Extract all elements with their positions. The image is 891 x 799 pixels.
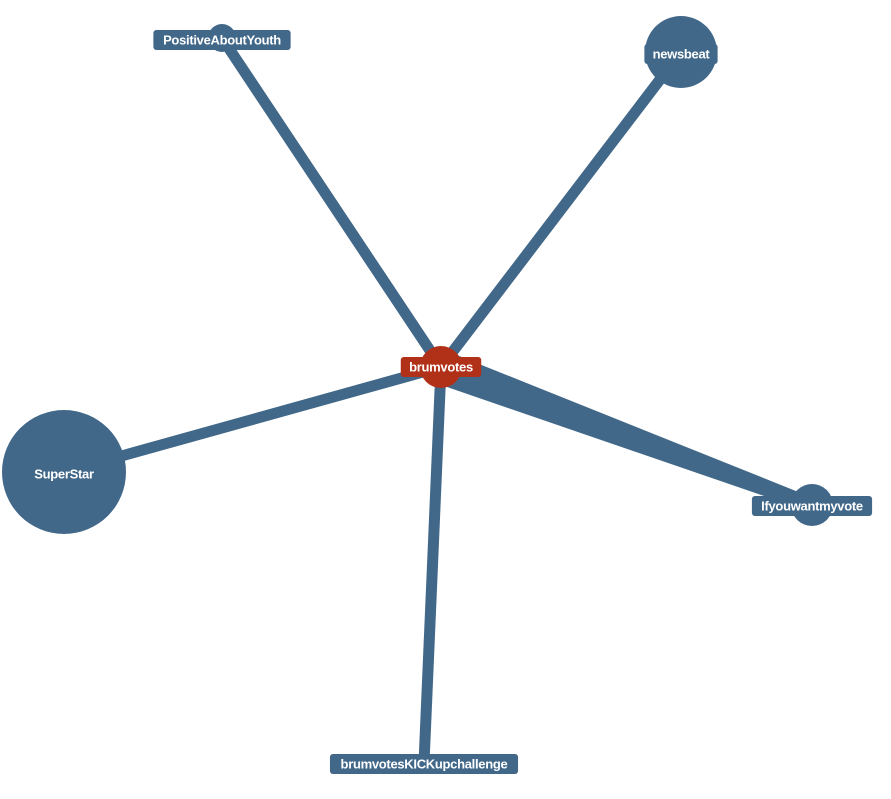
node-label-box-newsbeat[interactable]	[644, 44, 718, 64]
node-label-Ifyouwantmyvote: Ifyouwantmyvote	[761, 499, 863, 514]
node-label-PositiveAboutYouth: PositiveAboutYouth	[163, 33, 281, 48]
edge-brumvotes-PositiveAboutYouth	[217, 34, 446, 371]
node-label-box-SuperStar[interactable]	[25, 464, 103, 484]
node-layer	[2, 16, 833, 771]
edge-brumvotes-SuperStar	[62, 361, 443, 478]
node-label-newsbeat: newsbeat	[653, 47, 711, 62]
node-label-box-brumvotesKICKupchallenge[interactable]	[329, 754, 519, 774]
edge-brumvotes-brumvotesKICKupchallenge	[418, 366, 447, 764]
edge-brumvotes-newsbeat	[436, 48, 686, 371]
node-label-box-PositiveAboutYouth[interactable]	[153, 30, 291, 50]
node-label-box-Ifyouwantmyvote[interactable]	[751, 496, 873, 516]
node-label-SuperStar: SuperStar	[34, 467, 94, 482]
edge-layer	[62, 34, 815, 764]
node-label-box-brumvotes[interactable]	[400, 357, 482, 377]
label-layer: brumvotes PositiveAboutYouth newsbeatSuper…	[25, 30, 873, 774]
edge-brumvotes-Ifyouwantmyvote	[435, 351, 815, 512]
node-label-brumvotes: brumvotes	[409, 360, 473, 375]
node-label-brumvotesKICKupchallenge: brumvotesKICKupchallenge	[341, 757, 508, 772]
